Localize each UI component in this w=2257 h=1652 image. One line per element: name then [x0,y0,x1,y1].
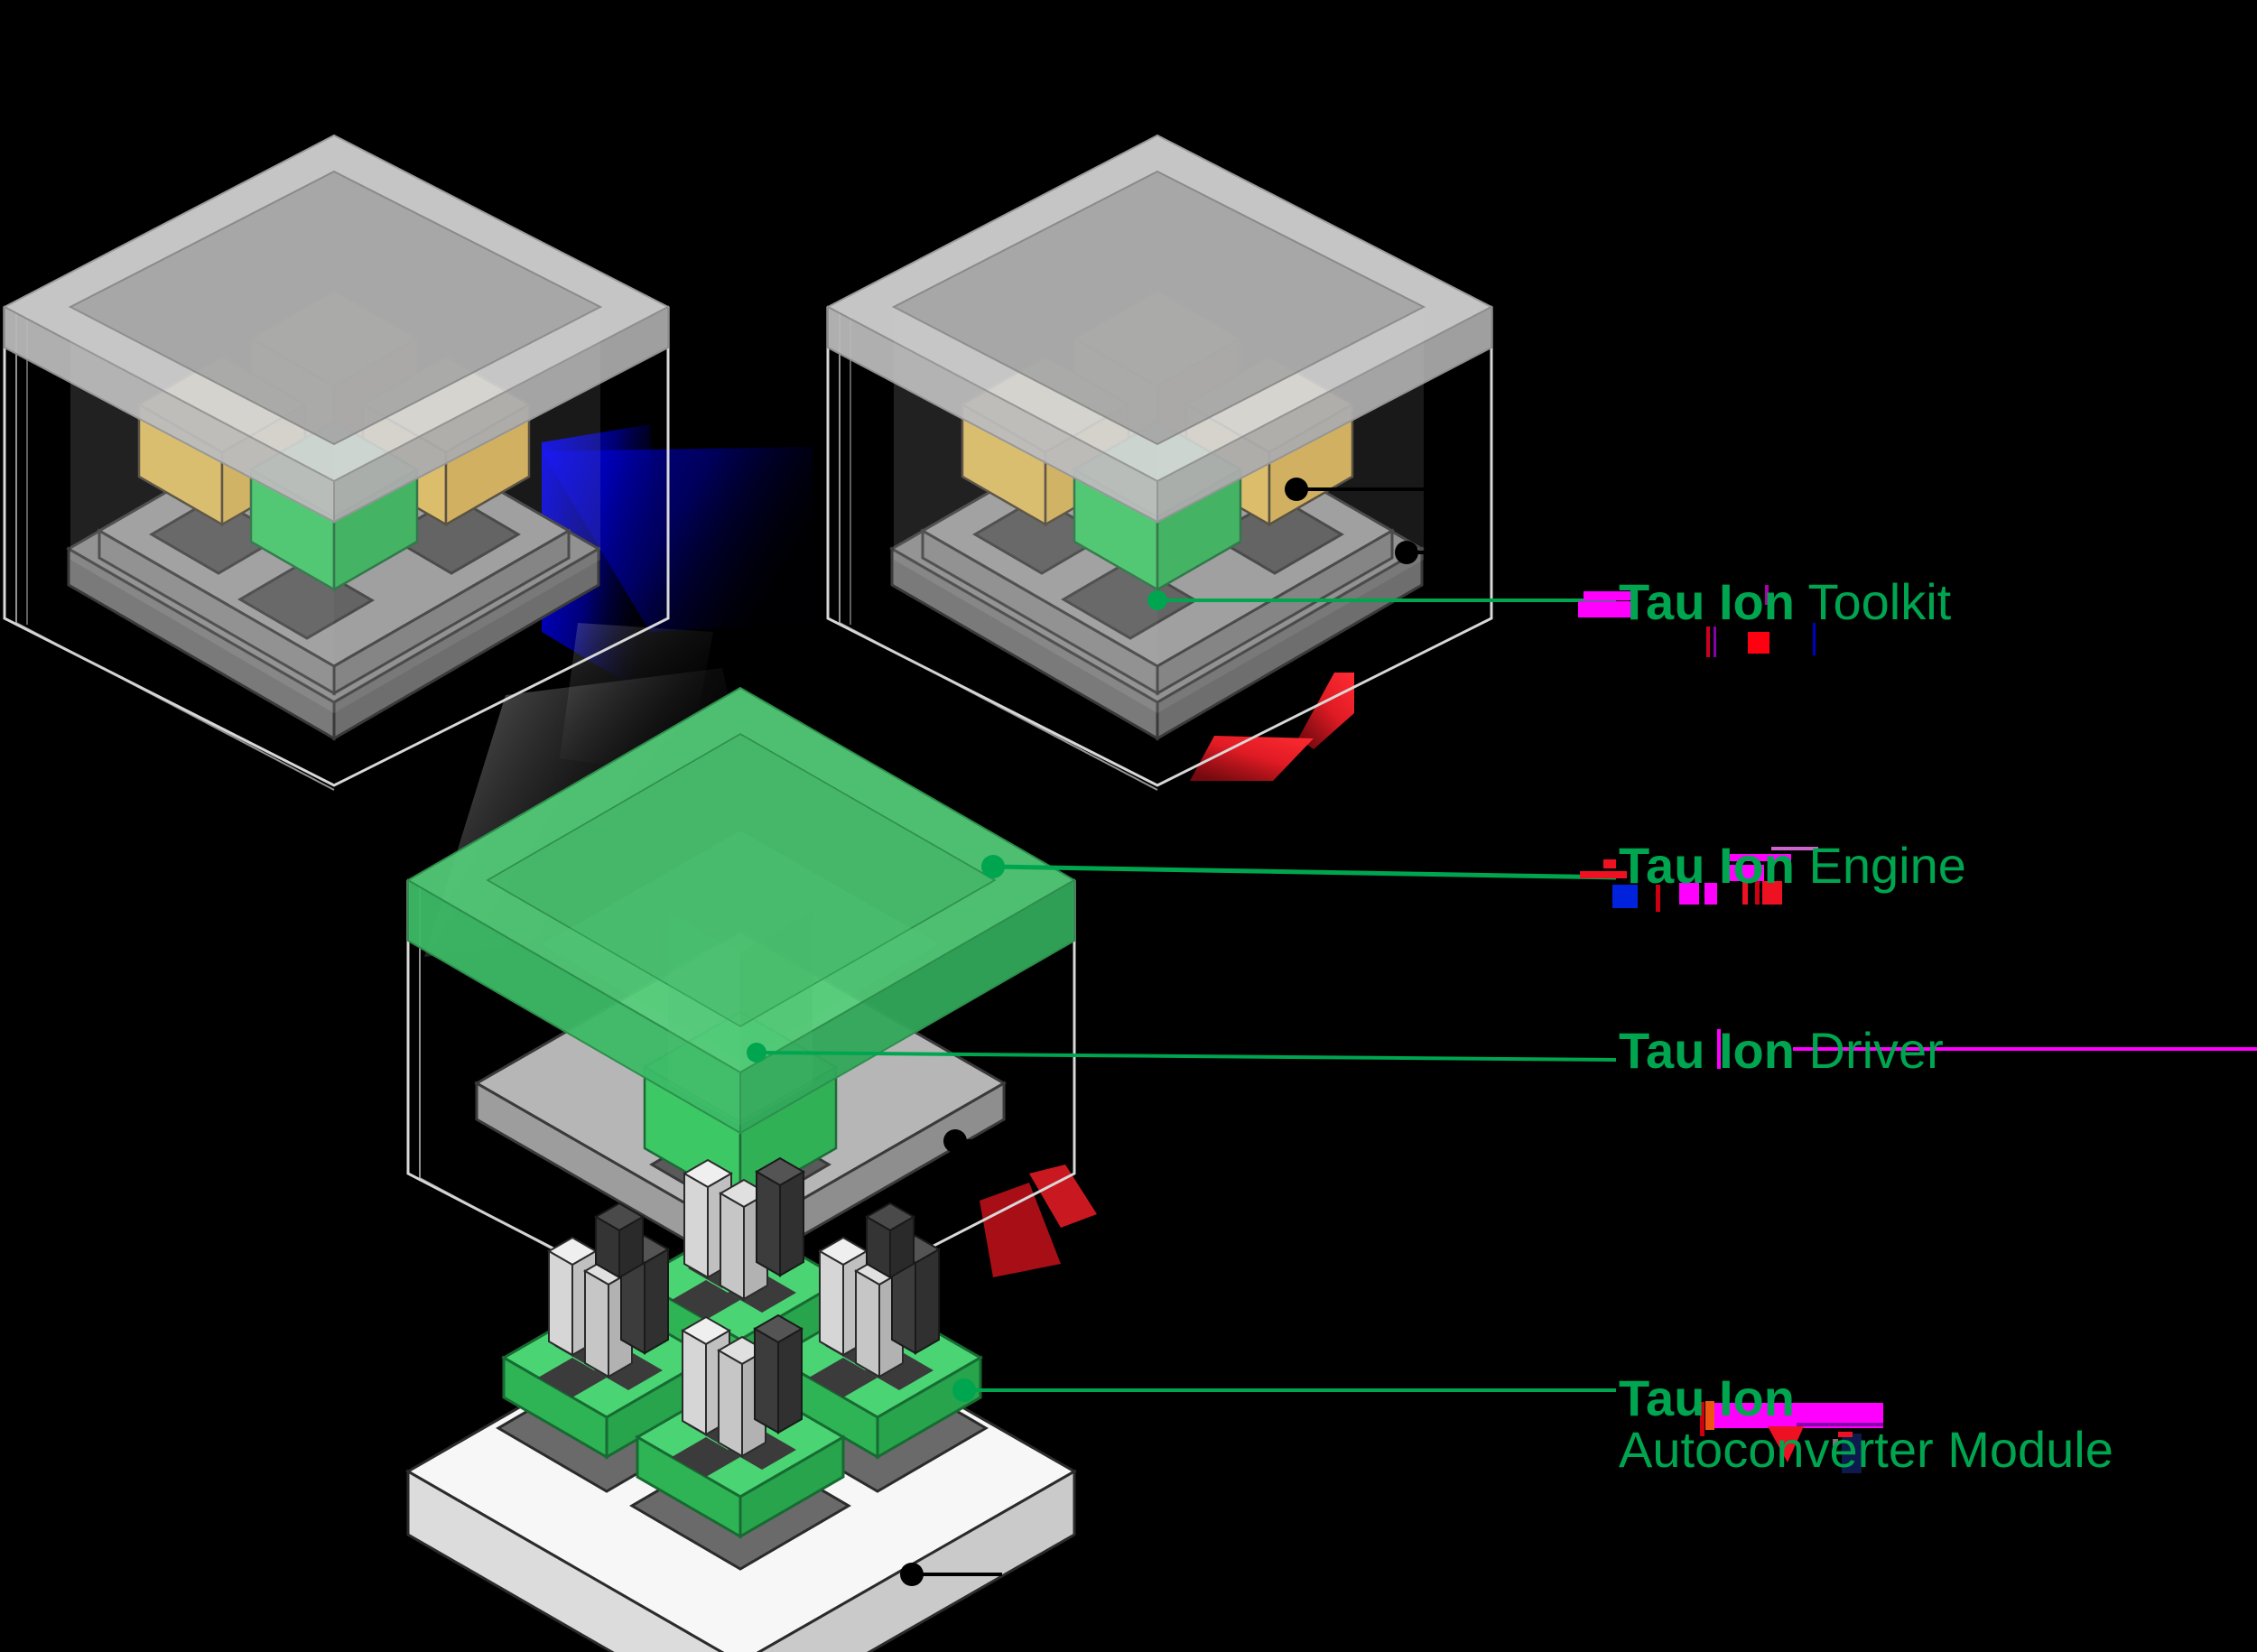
autoconverter-pcb-left[interactable] [501,1202,712,1460]
autoconverter-board[interactable] [404,1156,1078,1652]
autoconverter-pcb-front[interactable] [635,1313,846,1539]
glitch-colored-blocks [1578,585,2257,1473]
glitch-red-wedge [1190,673,1354,781]
enclosure-wire-right [826,307,1493,791]
pcb-chips-right[interactable] [817,1202,942,1378]
label-engine-bold: Tau Ion [1619,837,1795,894]
autoconverter-pcb-right[interactable] [772,1202,983,1460]
label-autoconverter[interactable]: Tau Ion Autoconverter Module [1619,1372,2113,1475]
label-engine-normal: Engine [1794,837,1966,894]
toolkit-box-right[interactable] [825,134,1494,791]
pcb-chips-front[interactable] [680,1313,804,1458]
label-engine[interactable]: Tau Ion Engine [1619,840,1966,891]
glitch-blue-glow [542,424,817,686]
label-autoconverter-bold: Tau Ion [1619,1369,1795,1426]
label-autoconverter-normal: Autoconverter Module [1619,1421,2113,1479]
label-toolkit-bold: Tau Ion [1619,573,1795,630]
leader-lines-black [900,478,1481,1586]
pcb-chips-back[interactable] [682,1156,806,1301]
engine-slab[interactable] [406,686,1077,1135]
pcb-chips-left[interactable] [546,1202,671,1378]
glitch-red-streak-2 [980,1165,1097,1277]
toolkit-shell-left [2,134,671,524]
label-toolkit[interactable]: Tau Ion Toolkit [1619,576,1951,627]
leader-lines-green [747,590,1617,1402]
toolkit-pads-left [149,496,521,640]
toolkit-pads-right [972,496,1344,640]
toolkit-box-left[interactable] [2,134,671,791]
label-driver[interactable]: Tau Ion Driver [1619,1025,1944,1076]
label-driver-bold: Tau Ion [1619,1022,1795,1079]
enclosure-wire-left [3,307,670,791]
toolkit-shell-glass-left [70,307,600,713]
label-toolkit-normal: Toolkit [1794,573,1952,630]
toolkit-shell-right [825,134,1494,524]
toolkit-shell-glass-right [894,307,1424,713]
label-driver-normal: Driver [1794,1022,1944,1079]
